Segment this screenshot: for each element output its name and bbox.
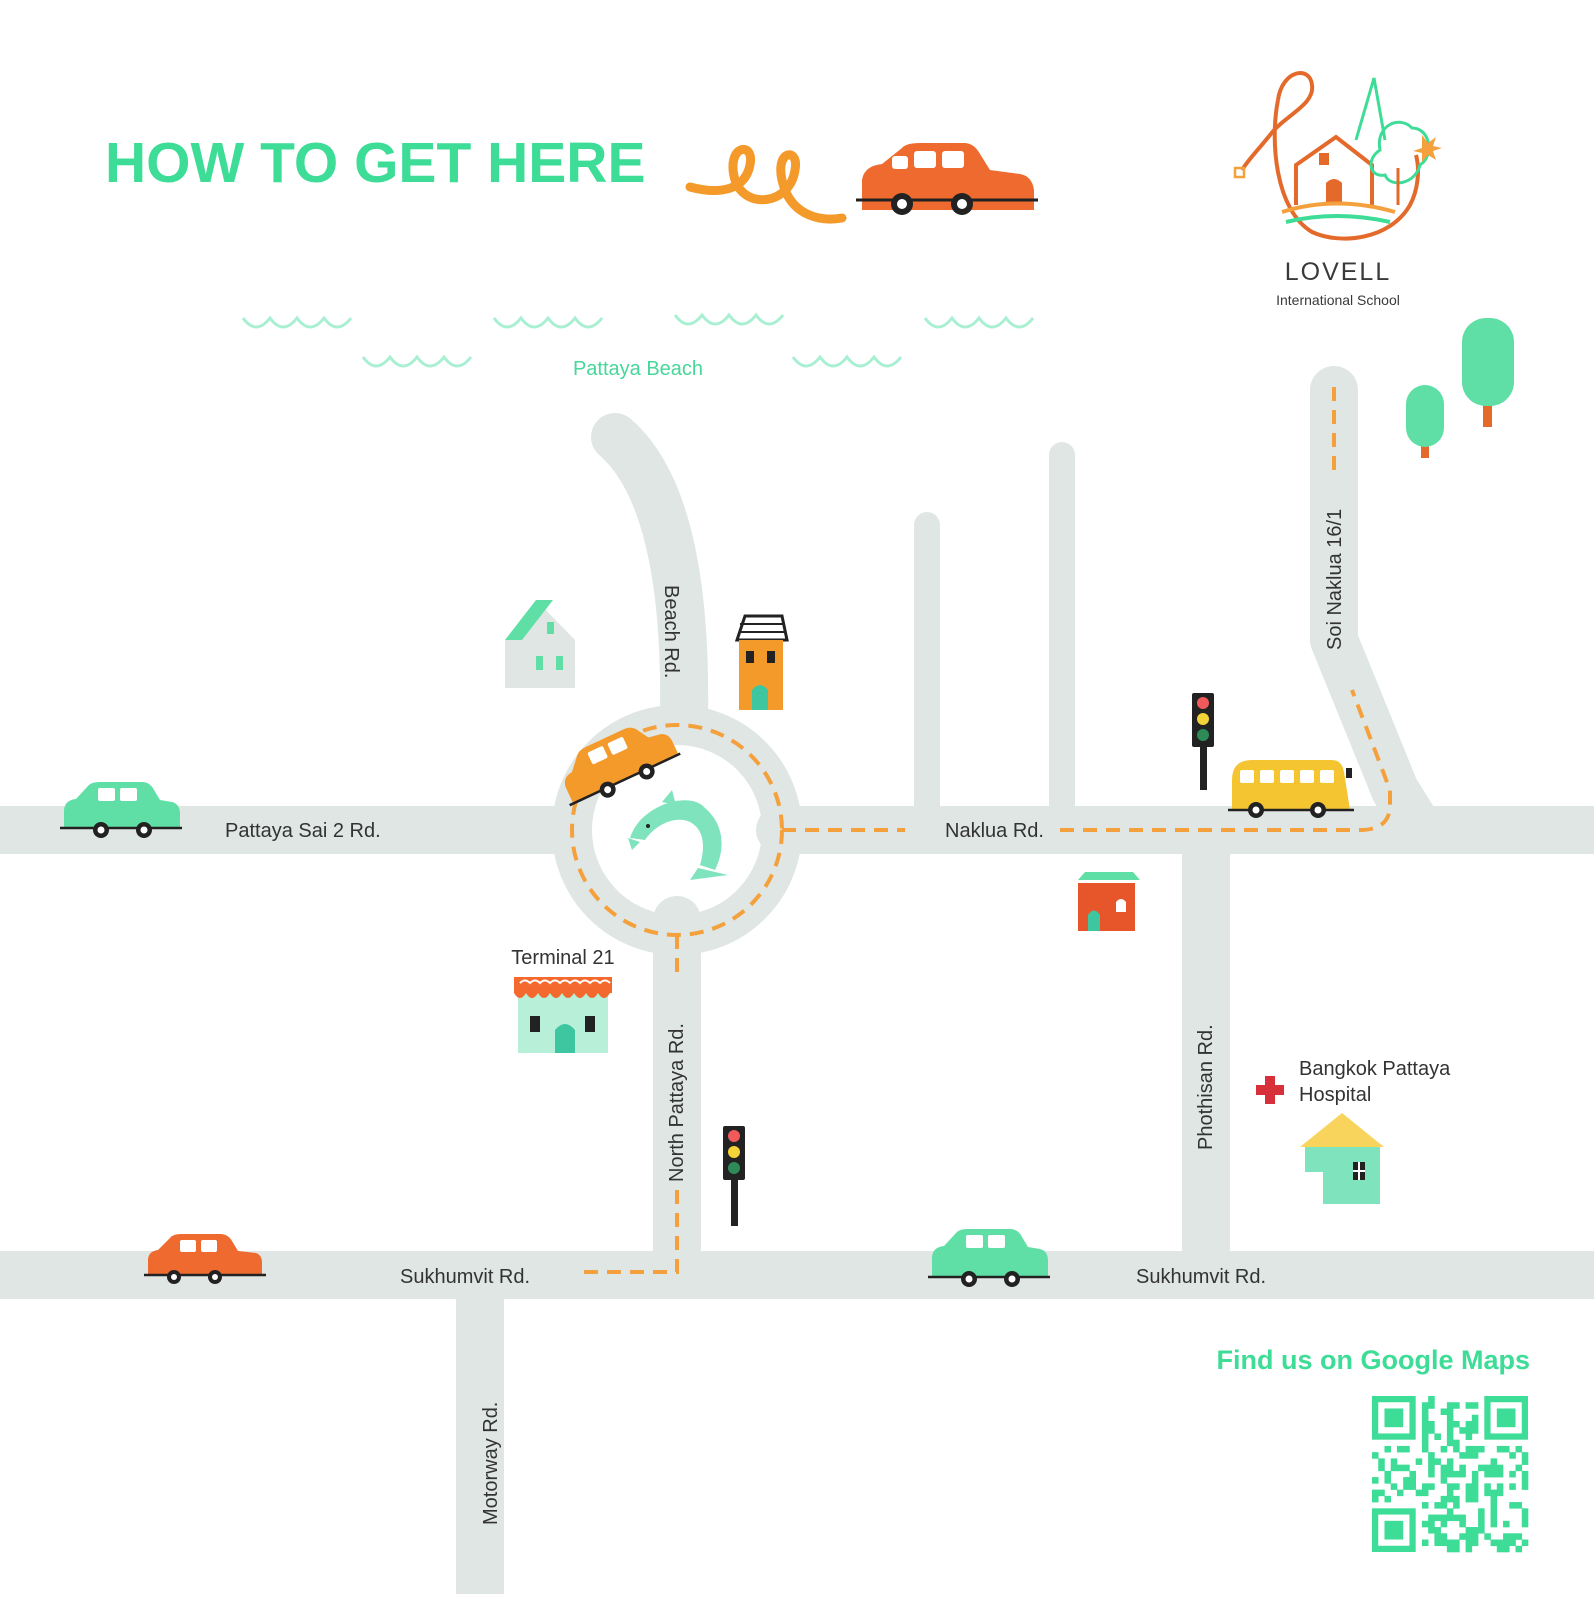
- traffic-light-icon: [723, 1126, 745, 1226]
- road-label-sukhumvit-right: Sukhumvit Rd.: [1136, 1266, 1266, 1288]
- school-name: LOVELL: [1285, 258, 1392, 286]
- road-label-naklua: Naklua Rd.: [945, 820, 1044, 842]
- road-network: [0, 366, 1594, 1599]
- bus-icon: [1228, 760, 1354, 818]
- terminal-21-building: [514, 977, 612, 1053]
- school-subtitle: International School: [1276, 292, 1400, 308]
- dolphin-icon: [628, 790, 728, 880]
- tree-icon: [1406, 385, 1444, 458]
- road-beach: [591, 413, 709, 744]
- hospital-building: [1300, 1113, 1384, 1204]
- hospital-name-line1: Bangkok Pattaya: [1299, 1058, 1451, 1080]
- water-label: Pattaya Beach: [573, 358, 703, 380]
- car-icon: [144, 1234, 266, 1284]
- car-icon: [928, 1229, 1050, 1287]
- hospital-cross-icon: [1256, 1076, 1284, 1104]
- house-icon: [734, 614, 789, 710]
- road-soi-naklua: [1310, 366, 1444, 854]
- sea-waves: [241, 312, 1035, 368]
- house-icon: [505, 600, 575, 688]
- road-label-north-pattaya: North Pattaya Rd.: [666, 1023, 688, 1182]
- route-path: [570, 385, 1392, 1274]
- road-label-motorway: Motorway Rd.: [480, 1402, 502, 1525]
- school-logo: [1233, 71, 1442, 241]
- road-label-sukhumvit-left: Sukhumvit Rd.: [400, 1266, 530, 1288]
- road-label-soi-naklua: Soi Naklua 16/1: [1324, 509, 1346, 650]
- traffic-light-icon: [1192, 693, 1214, 790]
- road-label-phothisan: Phothisan Rd.: [1195, 1024, 1217, 1150]
- google-maps-label: Find us on Google Maps: [1217, 1345, 1531, 1375]
- hospital-name-line2: Hospital: [1299, 1084, 1371, 1106]
- tree-icon: [1462, 318, 1514, 427]
- car-icon: [856, 143, 1038, 215]
- qr-code[interactable]: [1372, 1396, 1529, 1553]
- squiggle-decoration: [685, 144, 847, 224]
- page-title: HOW TO GET HERE: [105, 131, 645, 195]
- house-icon: [1078, 872, 1140, 931]
- road-label-beach: Beach Rd.: [660, 585, 682, 678]
- car-icon: [564, 727, 681, 807]
- car-icon: [60, 782, 182, 838]
- landmark-terminal-21: Terminal 21: [511, 947, 614, 969]
- road-label-pattaya-sai-2: Pattaya Sai 2 Rd.: [225, 820, 381, 842]
